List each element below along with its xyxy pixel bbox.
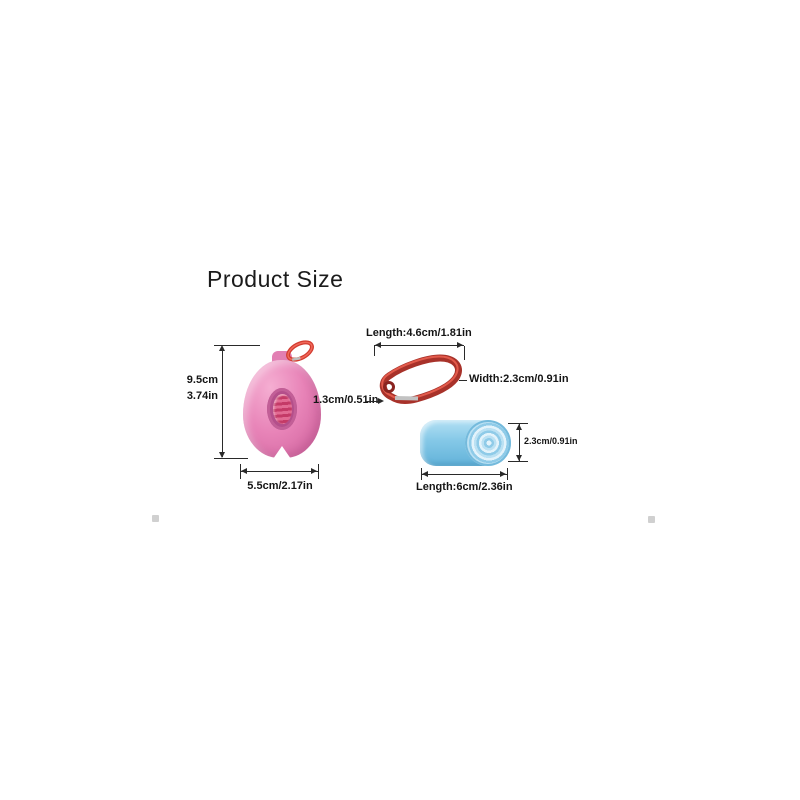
bag-roll-spiral-end [465, 420, 511, 466]
dim-tick [374, 346, 375, 356]
arrow-up-icon [219, 345, 225, 351]
dispenser-bag-inside [272, 394, 292, 424]
dispenser-body [243, 360, 321, 459]
arrow-right-icon [500, 471, 506, 477]
arrow-right-icon [378, 398, 384, 404]
arrow-down-icon [516, 455, 522, 461]
dim-tick [214, 345, 260, 346]
carabiner [374, 351, 476, 415]
dispenser-width-label: 5.5cm/2.17in [247, 480, 313, 492]
arrow-left-icon [375, 342, 381, 348]
dim-tick [508, 423, 528, 424]
dispenser-height-cm-label: 9.5cm [186, 374, 218, 386]
arrow-down-icon [219, 452, 225, 458]
opening-size-label: 1.3cm/0.51in [313, 394, 379, 406]
arrow-up-icon [516, 424, 522, 430]
dim-line-dispenser-width [240, 471, 318, 472]
carabiner-length-label: Length:4.6cm/1.81in [366, 327, 472, 339]
arrow-left-icon [422, 471, 428, 477]
dim-line-roll-diameter [519, 424, 520, 461]
dim-line-carabiner-length [374, 345, 464, 346]
artifact-mark [152, 515, 159, 522]
carabiner-width-label: Width:2.3cm/0.91in [469, 373, 569, 385]
dim-line-dispenser-height [222, 347, 223, 457]
dim-tick [318, 464, 319, 479]
arrow-right-icon [457, 342, 463, 348]
dispenser-height-in-label: 3.74in [186, 390, 218, 402]
dim-tick [508, 461, 528, 462]
dispenser-opening [267, 388, 297, 430]
dim-line-roll-length [421, 474, 507, 475]
dispenser-bottom-notch [273, 446, 291, 459]
arrow-right-icon [311, 468, 317, 474]
dim-tick [507, 468, 508, 480]
dim-connector [459, 380, 467, 381]
roll-length-label: Length:6cm/2.36in [416, 481, 513, 493]
roll-diameter-label: 2.3cm/0.91in [524, 436, 578, 446]
arrow-left-icon [241, 468, 247, 474]
artifact-mark [648, 516, 655, 523]
dim-connector [366, 401, 380, 402]
dim-tick [214, 458, 248, 459]
dim-tick [464, 346, 465, 360]
mini-carabiner-icon [281, 336, 319, 366]
page-title: Product Size [207, 266, 344, 292]
